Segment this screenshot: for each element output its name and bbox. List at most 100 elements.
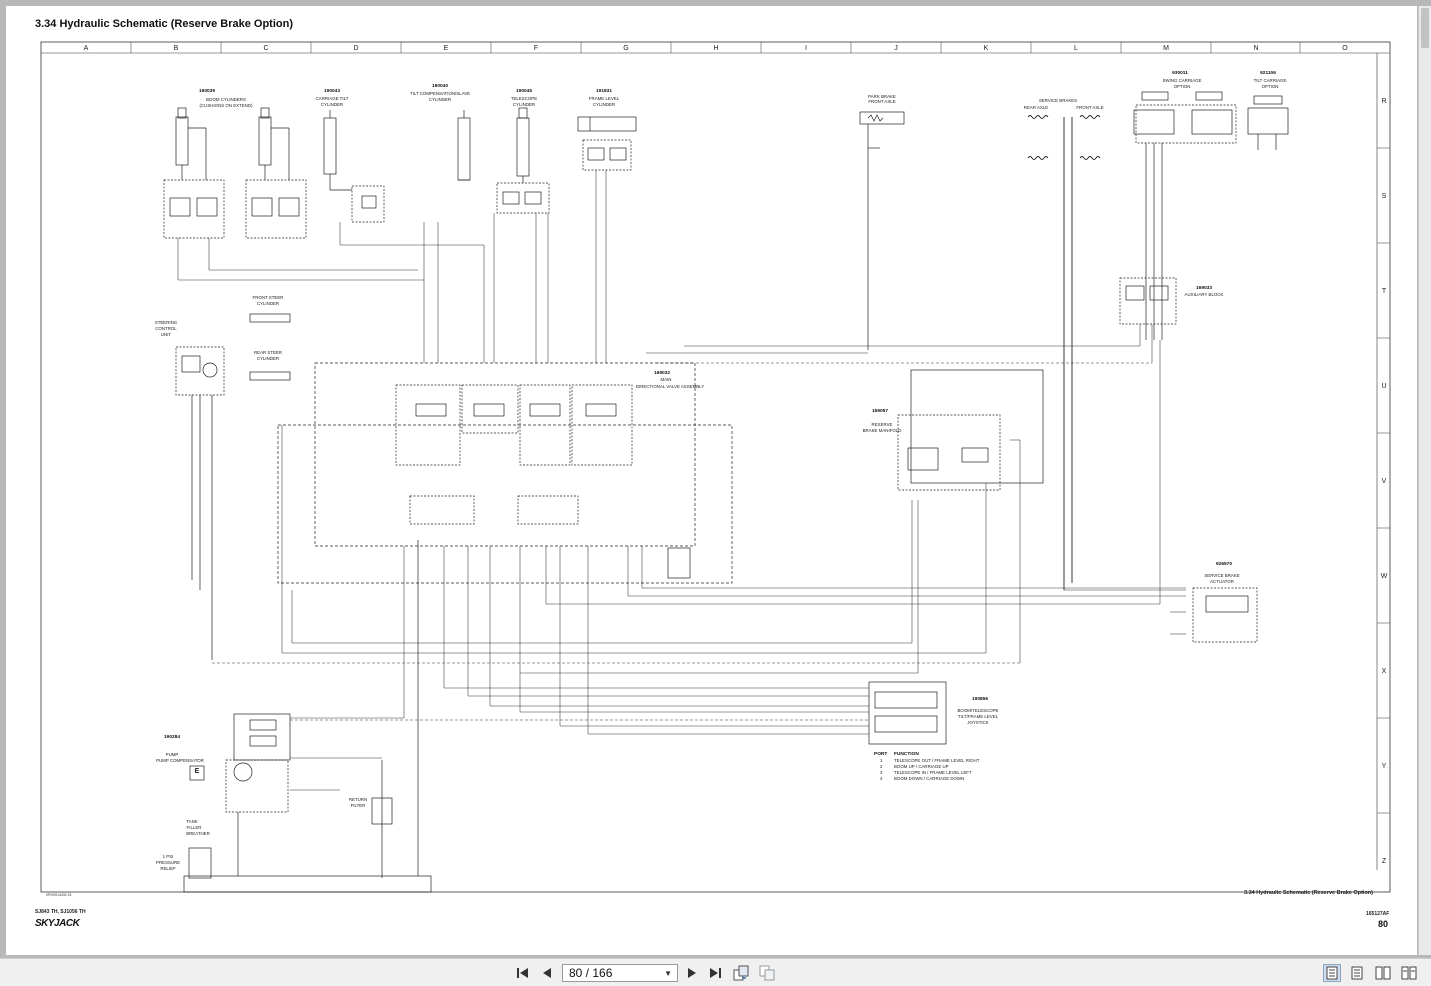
doc-number: 165127AF (1366, 911, 1390, 917)
document-page (6, 6, 1417, 955)
return-filter-name: RETURN (349, 797, 367, 802)
electric-motor-icon: E (195, 768, 200, 775)
swing-carriage-sub: OPTION (1174, 84, 1191, 89)
next-page-button[interactable] (684, 965, 700, 981)
park-brake-name: PARK BRAKE (868, 94, 896, 99)
back-view-button[interactable] (733, 965, 749, 981)
footer-section-title: 3.34 Hydraulic Schematic (Reserve Brake … (1244, 890, 1373, 896)
col-label: B (174, 45, 179, 52)
frame-level-sub: CYLINDER (593, 102, 615, 107)
col-label: C (263, 45, 268, 52)
continuous-page-icon (1351, 966, 1363, 980)
scrollbar-thumb[interactable] (1421, 8, 1429, 48)
last-page-button[interactable] (707, 965, 723, 981)
pump-sub: PUMP COMPENSATOR (156, 758, 204, 763)
brake-manifold-sub: BRAKE MANIFOLD (863, 428, 902, 433)
row-label: S (1382, 193, 1387, 200)
vertical-scrollbar[interactable] (1418, 6, 1431, 955)
continuous-view-button[interactable] (1349, 965, 1365, 981)
footer-models: SJ843 TH, SJ1056 TH (35, 909, 86, 915)
hydraulic-lines (177, 170, 1186, 791)
tilt-comp-part: 190040 (432, 83, 448, 89)
main-valve-sub: DIRECTIONAL VALVE ASSEMBLY (636, 384, 704, 389)
joystick-sub2: JOYSTICK (967, 720, 989, 725)
page-display: 80 / 166 (569, 966, 613, 980)
brake-manifold (897, 369, 1044, 491)
first-page-icon (517, 968, 528, 978)
row-label: V (1382, 478, 1387, 485)
swing-carriage-name: SWING CARRIAGE (1162, 78, 1201, 83)
service-brakes (1027, 115, 1101, 590)
row-label: Y (1382, 763, 1387, 770)
two-page-continuous-button[interactable] (1401, 965, 1417, 981)
row-label: W (1381, 573, 1388, 580)
page-number: 80 (1378, 919, 1389, 929)
forward-view-button[interactable] (759, 965, 775, 981)
col-label: O (1342, 45, 1348, 52)
return-filter-sub: FILTER (351, 803, 366, 808)
row-label: R (1381, 98, 1386, 105)
steering-sub2: UNIT (161, 332, 172, 337)
function-cell: BOOM DOWN / CARRIAGE DOWN (894, 776, 964, 781)
forward-view-icon (759, 965, 775, 981)
telescope-cylinder (496, 107, 550, 214)
frame-level-cylinder (577, 116, 637, 171)
park-brake-sub: FRONT AXLE (868, 99, 895, 104)
prev-page-icon (543, 968, 551, 978)
swing-carriage-part: 930011 (1172, 70, 1188, 76)
two-page-view-button[interactable] (1375, 965, 1391, 981)
boom-cyl-name: BOOM CYLINDERS (206, 97, 246, 102)
port-cell: 4 (880, 776, 883, 781)
service-actuator-part: 926570 (1216, 561, 1232, 567)
drawing-code: 0P/09914432.01 (46, 893, 72, 897)
first-page-button[interactable] (515, 965, 531, 981)
single-page-view-button[interactable] (1323, 964, 1341, 982)
telescope-part: 190045 (516, 88, 532, 94)
port-cell: 1 (880, 758, 883, 763)
tank-name: TANK (186, 819, 197, 824)
service-actuator (1192, 587, 1258, 643)
frame-level-name: FRAME LEVEL (589, 96, 620, 101)
col-label: M (1163, 45, 1169, 52)
prev-page-button[interactable] (539, 965, 555, 981)
main-valve (277, 362, 733, 584)
auxiliary-name: AUXILIARY BLOCK (1185, 292, 1224, 297)
service-actuator-name: SERVICE BRAKE (1204, 573, 1239, 578)
service-actuator-sub: ACTUATOR (1210, 579, 1234, 584)
park-brake (859, 111, 905, 350)
row-label: Z (1382, 858, 1387, 865)
row-label: U (1381, 383, 1386, 390)
col-label: L (1074, 45, 1078, 52)
joystick (868, 681, 947, 745)
relief-sub: PRESSURE (156, 860, 180, 865)
function-cell: BOOM UP / CARRIAGE UP (894, 764, 949, 769)
frame-level-part: 191831 (596, 88, 612, 94)
tilt-carriage (1247, 95, 1289, 150)
main-valve-part: 169032 (654, 370, 670, 376)
col-label: D (353, 45, 358, 52)
boom-cyl-sub: (CUSHIONS ON EXTEND) (200, 103, 253, 108)
service-brakes-front: FRONT AXLE (1076, 105, 1103, 110)
carriage-tilt-name: CARRIAGE TILT (316, 96, 349, 101)
col-label: H (713, 45, 718, 52)
carriage-tilt-part: 190043 (324, 88, 340, 94)
tilt-comp-sub: CYLINDER (429, 97, 451, 102)
telescope-sub: CYLINDER (513, 102, 535, 107)
col-label: N (1253, 45, 1258, 52)
chevron-down-icon: ▼ (664, 969, 672, 978)
brake-manifold-name: RESERVE (872, 422, 893, 427)
joystick-name: BOOM/TELESCOPE (958, 708, 999, 713)
tilt-comp-name: TILT COMPENSATION/SLAVE (410, 91, 470, 96)
steering-unit (175, 313, 291, 660)
auxiliary-part: 169033 (1196, 285, 1212, 291)
telescope-name: TELESCOPE (511, 96, 537, 101)
page-number-input[interactable]: 80 / 166 ▼ (562, 964, 678, 982)
front-steer-sub: CYLINDER (257, 301, 279, 306)
tilt-carriage-part: 921106 (1260, 70, 1276, 76)
function-cell: TELESCOPE OUT / FRAME LEVEL RIGHT (894, 758, 980, 763)
function-cell: TELESCOPE IN / FRAME LEVEL LEFT (894, 770, 972, 775)
row-label: T (1382, 288, 1387, 295)
skyjack-logo: SKYJACK (35, 918, 80, 929)
brake-manifold-part: 169057 (872, 408, 888, 414)
boom-cylinders (163, 107, 307, 239)
